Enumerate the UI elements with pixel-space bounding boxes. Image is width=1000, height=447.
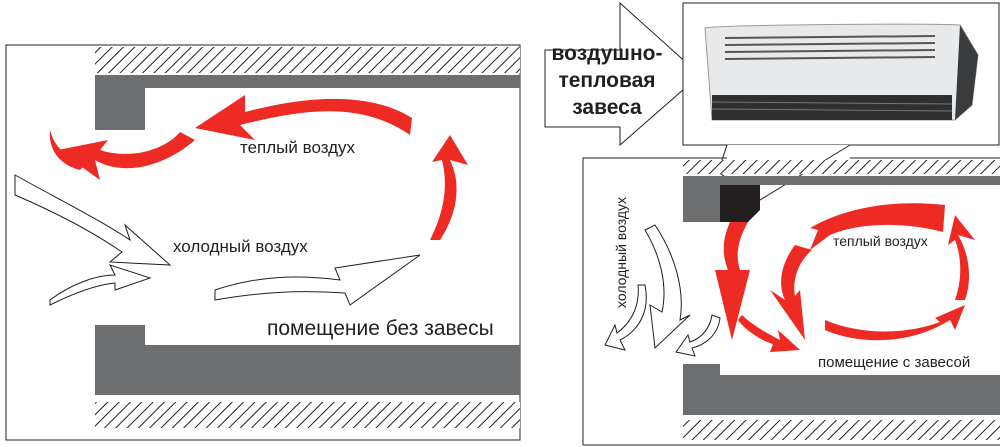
room-with-curtain: [582, 157, 1000, 446]
callout-line: тепловая: [558, 69, 656, 92]
warm-air-arrow: [770, 245, 812, 340]
cold-air-arrow: [604, 284, 647, 351]
warm-air-arrow: [195, 95, 412, 140]
bottom-wall: [683, 364, 1000, 415]
top-wall: [95, 75, 520, 130]
cold-air-label-right: холодный воздух: [613, 197, 629, 308]
warm-air-arrow: [948, 215, 975, 300]
warm-air-arrow: [49, 130, 90, 170]
callout-title: воздушно- тепловая завеса: [548, 40, 666, 121]
callout-arrow: [544, 1, 701, 147]
warm-air-label: теплый воздух: [240, 138, 356, 157]
ceiling-hatch: [683, 160, 1000, 174]
air-curtain-unit: [720, 185, 760, 222]
bottom-wall: [95, 325, 520, 395]
warm-air-label-right: теплый воздух: [833, 233, 928, 249]
floor-hatch: [683, 420, 1000, 440]
warm-air-arrow: [430, 135, 468, 240]
cold-air-arrow: [675, 314, 721, 357]
warm-air-arrow: [58, 132, 195, 180]
ceiling-hatch: [95, 47, 520, 73]
air-curtain-unit-image: [682, 2, 1000, 146]
callout-line: воздушно-: [551, 42, 663, 65]
room-label-right: помещение с завесой: [818, 354, 971, 371]
warm-air-arrow: [738, 315, 800, 352]
room-label: помещение без завесы: [267, 317, 494, 340]
cold-air-arrow: [14, 174, 172, 266]
warm-air-arrow: [810, 203, 945, 250]
cold-air-arrow: [49, 264, 152, 306]
callout-line: завеса: [572, 96, 642, 119]
floor-hatch: [95, 402, 520, 428]
room-without-curtain: [5, 44, 521, 441]
warm-air-arrow: [825, 305, 965, 341]
curtain-airflow-arrow: [715, 222, 750, 340]
cold-air-label: холодный воздух: [173, 237, 308, 256]
cold-air-arrow: [214, 254, 421, 306]
cold-air-arrow: [644, 224, 691, 350]
top-wall: [683, 176, 1000, 222]
